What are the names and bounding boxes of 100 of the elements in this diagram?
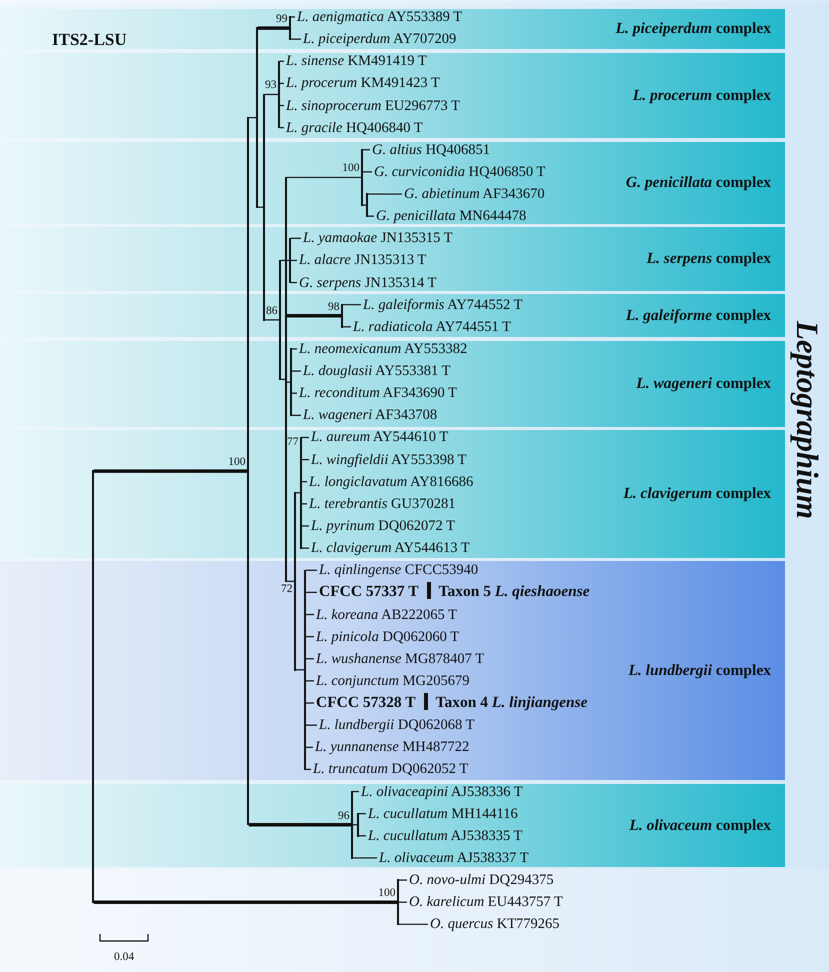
branch-line [306,614,314,616]
branch-line [302,548,309,549]
title: ITS2-LSU [52,30,127,50]
complex-band [0,9,785,49]
branch-line [296,669,304,670]
complex-band [0,53,785,138]
branch-line [248,117,256,118]
taxon-label: L. yunnanense MH487722 [313,737,470,758]
branch-line [290,282,297,284]
bootstrap-value: 86 [266,304,278,317]
taxon-label: L. terebrantis GU370281 [307,494,456,514]
taxon-label: L. aenigmatica AY553389 T [295,7,462,27]
taxon-label: L. wingfieldii AY553398 T [309,450,467,470]
branch-line [290,260,297,262]
branch-line [286,382,290,383]
bootstrap-value: 100 [228,456,246,468]
complex-band [0,294,785,337]
taxon-label: L. radiaticola AY744551 T [351,316,511,337]
bootstrap-value: 99 [276,13,288,26]
branch-line [302,525,309,527]
bootstrap-value: 93 [265,79,276,92]
branch-line [296,492,300,494]
taxon-label: L. truncatum DQ062052 T [311,759,468,780]
branch-line [302,481,307,482]
branch-line [292,370,301,372]
taxon-name: Taxon 5 L. qieshaoense [438,583,590,600]
branch-line [280,104,284,106]
branch-line [264,94,278,96]
taxon-label: L. sinoprocerum EU296773 T [284,96,460,116]
taxon-label: L. galeiformis AY744552 T [361,294,523,315]
bootstrap-value: 100 [342,162,360,174]
taxon-label: L. piceiperdum AY707209 [301,29,456,50]
branch-line [342,326,351,328]
branch-line [302,503,307,504]
bootstrap-value: 77 [287,436,298,448]
taxon-label: L. yamaokae JN135315 T [301,228,453,248]
complex-label: L. lundbergii complex [628,662,771,680]
taxon-label: L. neomexicanum AY553382 [297,338,468,359]
branch-line [352,824,358,826]
bootstrap-value: 100 [378,887,396,900]
bootstrap-value: 98 [328,300,340,313]
taxon-label: L. alacre JN135313 T [297,250,426,270]
complex-band [0,561,785,780]
complex-label: G. penicillata complex [626,174,771,192]
branch-line [280,60,284,62]
complex-label: L. serpens complex [646,250,771,268]
branch-line [290,38,301,40]
branch-line [280,378,286,380]
branch-line [292,414,301,416]
taxon-label: L. olivaceum AJ538337 T [377,848,529,868]
taxon-label: L. gracile HQ406840 T [284,118,423,138]
taxon-label: L. qinlingense CFCC53940 [317,560,478,580]
branch-line [306,746,313,748]
taxon-label: L. wushanense MG878407 T [314,648,484,669]
complex-band [0,430,785,558]
branch-line [280,127,284,128]
branch-line [292,348,297,350]
branch-line [306,768,311,770]
complex-label: L. wageneri complex [636,375,771,393]
complex-band [0,142,785,224]
taxon-label: G. serpens JN135314 T [297,272,436,293]
branch-line [398,902,407,903]
branch-line [352,790,359,792]
branch-line [290,16,295,18]
taxon-label: G. curviconidia HQ406850 T [372,162,546,182]
taxon-label: L. aureum AY544610 T [309,427,448,448]
taxon-label: G. penicillata MN644478 [374,206,526,226]
strain-label: CFCC 57328 T [316,694,416,712]
branch-line [362,204,366,206]
branch-line [342,304,361,306]
taxon-label: L. reconditum AF343690 T [297,383,457,404]
branch-line [286,176,362,178]
taxon-label: L. cucullatum MH144116 [366,804,518,824]
branch-line [302,436,309,438]
taxon-label: L. douglasii AY553381 T [301,361,450,382]
branch-line [306,680,314,682]
branch-line [362,149,370,150]
branch-line [248,823,352,826]
complex-label: L. piceiperdum complex [616,20,771,38]
taxon-label: L. pyrinum DQ062072 T [309,516,455,536]
taxon-label: L. koreana AB222065 T [314,604,457,624]
bootstrap-value: 96 [338,810,350,822]
strain-label: CFCC 57337 T [319,583,419,600]
branch-line [358,813,366,814]
branch-line [306,702,314,704]
branch-line [302,459,309,460]
taxon-label: O. novo-ulmi DQ294375 [407,870,554,890]
branch-line [264,319,280,320]
branch-line [292,392,297,394]
taxon-label: L. lundbergii DQ062068 T [317,715,474,736]
branch-line [280,82,284,84]
branch-line [368,216,374,217]
branch-line [398,879,407,881]
branch-line [368,193,402,195]
branch-line [306,658,314,660]
branch-line [290,238,301,239]
taxon-label: L. procerum KM491423 T [284,73,440,94]
branch-line [258,206,264,208]
branch-line [258,26,290,30]
bootstrap-value: 72 [281,583,292,596]
